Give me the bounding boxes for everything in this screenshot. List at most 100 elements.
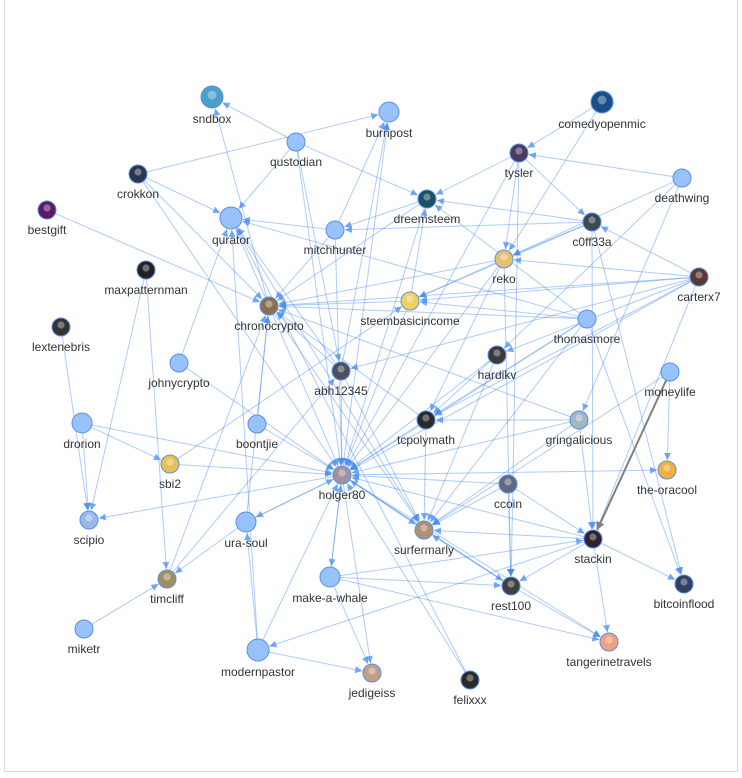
node-circle[interactable]: [325, 220, 345, 240]
avatar-image[interactable]: [128, 164, 148, 184]
node-circle[interactable]: [246, 638, 270, 662]
node-deathwing[interactable]: deathwing: [655, 168, 710, 205]
node-timcliff[interactable]: timcliff: [150, 569, 185, 606]
node-dreemsteem[interactable]: dreemsteem: [394, 189, 461, 226]
node-circle[interactable]: [660, 362, 680, 382]
avatar-image[interactable]: [657, 460, 677, 480]
node-steembasicincome[interactable]: steembasicincome: [360, 291, 460, 328]
node-circle[interactable]: [672, 168, 692, 188]
node-mitchhunter[interactable]: mitchhunter: [304, 220, 367, 257]
avatar-face-icon: [43, 204, 51, 212]
node-carterx7[interactable]: carterx7: [677, 267, 721, 304]
node-make-a-whale[interactable]: make-a-whale: [292, 566, 368, 605]
node-reko[interactable]: reko: [492, 249, 516, 286]
avatar-image[interactable]: [498, 474, 518, 494]
avatar-image[interactable]: [157, 569, 177, 589]
node-circle[interactable]: [235, 511, 257, 533]
avatar-image[interactable]: [674, 574, 694, 594]
avatar-image[interactable]: [136, 260, 156, 280]
node-c0ff33a[interactable]: c0ff33a: [572, 212, 612, 249]
avatar-image[interactable]: [501, 576, 521, 596]
avatar-image[interactable]: [416, 410, 436, 430]
node-ccoin[interactable]: ccoin: [494, 474, 522, 511]
node-felixxx[interactable]: felixxx: [453, 670, 487, 707]
node-modernpastor[interactable]: modernpastor: [221, 638, 295, 679]
avatar-image[interactable]: [599, 632, 619, 652]
avatar-image[interactable]: [583, 529, 603, 549]
node-jedigeiss[interactable]: jedigeiss: [348, 663, 396, 700]
node-scipio[interactable]: scipio: [74, 510, 105, 547]
node-johnycrypto[interactable]: johnycrypto: [147, 353, 210, 390]
avatar-image[interactable]: [582, 212, 602, 232]
edge-felixxx-to-holger80: [346, 483, 466, 673]
node-label: modernpastor: [221, 665, 295, 679]
edge-holger80-to-make-a-whale: [328, 483, 342, 567]
node-miketr[interactable]: miketr: [68, 619, 101, 656]
avatar-image[interactable]: [509, 143, 529, 163]
node-gringalicious[interactable]: gringalicious: [546, 410, 613, 447]
node-burnpost[interactable]: burnpost: [366, 101, 413, 140]
node-boontjie[interactable]: boontjie: [236, 414, 278, 451]
node-lextenebris[interactable]: lextenebris: [32, 317, 90, 354]
node-circle[interactable]: [74, 619, 94, 639]
node-bestgift[interactable]: bestgift: [28, 200, 67, 237]
node-hardikv[interactable]: hardikv: [478, 345, 517, 382]
avatar-image[interactable]: [37, 200, 57, 220]
avatar-image[interactable]: [160, 454, 180, 474]
node-the-oracool[interactable]: the-oracool: [637, 460, 697, 497]
node-maxpatternman[interactable]: maxpatternman: [104, 260, 188, 297]
avatar-image[interactable]: [79, 510, 99, 530]
node-sbi2[interactable]: sbi2: [159, 454, 181, 491]
node-label: tysler: [505, 166, 534, 180]
node-circle[interactable]: [286, 132, 306, 152]
avatar-image[interactable]: [590, 90, 614, 114]
node-circle[interactable]: [577, 309, 597, 329]
node-circle[interactable]: [169, 353, 189, 373]
node-stackin[interactable]: stackin: [574, 529, 612, 566]
avatar-face-icon: [207, 90, 217, 100]
avatar-image[interactable]: [200, 85, 224, 109]
node-circle[interactable]: [319, 566, 341, 588]
node-comedyopenmic[interactable]: comedyopenmic: [558, 90, 646, 131]
node-circle[interactable]: [219, 206, 243, 230]
node-drorion[interactable]: drorion: [63, 412, 101, 451]
node-circle[interactable]: [71, 412, 93, 434]
avatar-image[interactable]: [569, 410, 589, 430]
avatar-image[interactable]: [332, 465, 352, 485]
avatar-image[interactable]: [362, 663, 382, 683]
node-surfermarly[interactable]: surfermarly: [394, 520, 454, 557]
avatar-image[interactable]: [487, 345, 507, 365]
avatar-image[interactable]: [460, 670, 480, 690]
avatar-image[interactable]: [331, 361, 351, 381]
node-chronocrypto[interactable]: chronocrypto: [234, 296, 304, 333]
edge-crokkon-to-chronocrypto: [143, 180, 263, 300]
avatar-image[interactable]: [259, 296, 279, 316]
node-thomasmore[interactable]: thomasmore: [554, 309, 621, 346]
node-crokkon[interactable]: crokkon: [117, 164, 159, 201]
node-tcpolymath[interactable]: tcpolymath: [397, 410, 455, 447]
avatar-image[interactable]: [51, 317, 71, 337]
node-qustodian[interactable]: qustodian: [270, 132, 322, 169]
node-circle[interactable]: [378, 101, 400, 123]
node-label: scipio: [74, 533, 105, 547]
avatar-image[interactable]: [414, 520, 434, 540]
node-tysler[interactable]: tysler: [505, 143, 534, 180]
node-qurator[interactable]: qurator: [212, 206, 250, 247]
avatar-face-icon: [589, 533, 597, 541]
avatar-image[interactable]: [494, 249, 514, 269]
node-holger80[interactable]: holger80: [319, 465, 366, 502]
node-bitcoinflood[interactable]: bitcoinflood: [654, 574, 715, 611]
avatar-image[interactable]: [417, 189, 437, 209]
node-moneylife[interactable]: moneylife: [644, 362, 696, 399]
node-ura-soul[interactable]: ura-soul: [224, 511, 268, 550]
avatar-image[interactable]: [400, 291, 420, 311]
node-sndbox[interactable]: sndbox: [193, 85, 232, 126]
node-circle[interactable]: [247, 414, 267, 434]
avatar-image[interactable]: [689, 267, 709, 287]
edge-carterx7-to-steembasicincome: [419, 277, 691, 304]
node-abh12345[interactable]: abh12345: [314, 361, 368, 398]
node-rest100[interactable]: rest100: [491, 576, 531, 613]
edge-tcpolymath-to-holger80: [350, 424, 419, 470]
node-tangerinetravels[interactable]: tangerinetravels: [566, 632, 652, 669]
